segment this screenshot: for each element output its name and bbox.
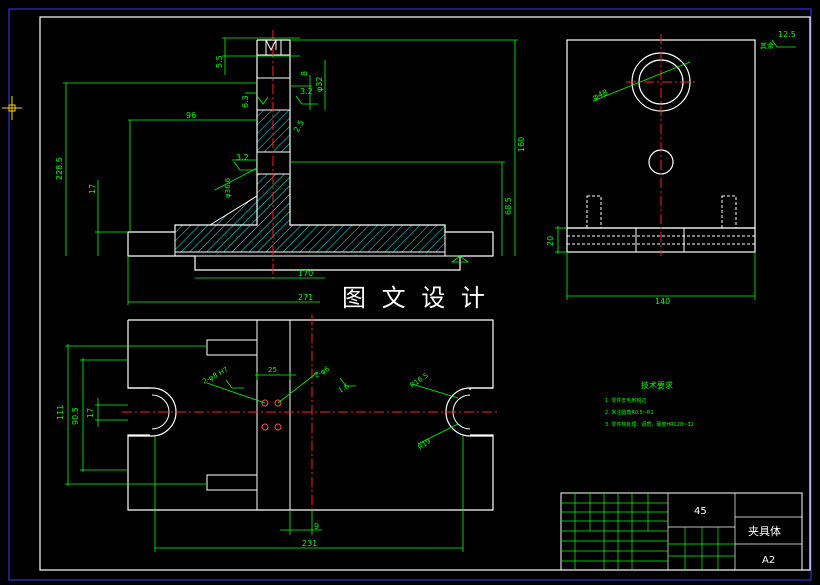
front-dim-170: 170 (298, 269, 313, 278)
watermark-title: 图 文 设 计 (338, 278, 493, 313)
side-dim-140: 140 (655, 297, 670, 306)
roughness-note: 其余 (760, 41, 774, 50)
front-dim-3-2-mid: 3.2 (236, 153, 249, 162)
drawing-frame (39, 16, 811, 571)
top-dim-1-6: 1.6 (337, 382, 351, 395)
front-dim-8: 8 (300, 71, 309, 76)
top-dim-r16-5: R16.5 (409, 371, 430, 389)
title-block (560, 492, 803, 571)
tech-req-line-1: 1. 零件去毛刺锐边 (605, 397, 646, 404)
outer-frame (8, 8, 812, 581)
front-dim-228-5: 228.5 (55, 157, 64, 180)
tech-req-title: 技术要求 (641, 380, 673, 390)
title-sheet-size: A2 (762, 555, 775, 566)
front-dim-17: 17 (88, 184, 97, 194)
front-dim-phi32: φ32 (315, 77, 324, 92)
top-dim-r19: R19 (417, 437, 433, 451)
front-section-hatch (175, 110, 445, 252)
front-dim-2-5: 2.5 (292, 118, 306, 134)
top-dim-2-phi8: 2-φ8 H7 (201, 366, 229, 386)
top-dim-231: 231 (302, 539, 317, 548)
front-dim-271: 271 (298, 293, 313, 302)
front-dim-5-5: 5.5 (215, 55, 224, 68)
tech-req-line-3: 3. 零件热处理：调质，硬度HRC28~32 (605, 421, 694, 428)
side-dim-20: 20 (546, 236, 555, 246)
roughness-value: 12.5 (778, 30, 796, 39)
top-dim-9: 9 (314, 522, 319, 531)
top-dim-111: 111 (56, 405, 65, 420)
top-dim-25: 25 (268, 366, 277, 374)
top-view: 111 90.5 17 2-φ8 H7 25 2-φ6 1.6 R16.5 R1… (56, 315, 500, 552)
top-dim-90-5: 90.5 (71, 407, 80, 425)
front-dim-3-2-top: 3.2 (300, 87, 313, 96)
front-dim-6-3: 6.3 (241, 95, 250, 108)
front-dim-68-5: 68.5 (504, 197, 513, 215)
front-dim-160: 160 (517, 137, 526, 152)
tech-requirements: 技术要求 1. 零件去毛刺锐边 2. 未注圆角R0.5~R1 3. 零件热处理：… (605, 380, 694, 428)
tech-req-line-2: 2. 未注圆角R0.5~R1 (605, 409, 654, 416)
front-dim-phi36-6: φ36.6 (224, 177, 232, 198)
top-dim-17: 17 (86, 408, 95, 418)
front-view: 5.5 8 φ32 3.2 6.3 96 2.5 3.2 φ36.6 228.5… (55, 30, 526, 305)
title-material: 45 (694, 506, 707, 517)
cursor-crosshair (2, 96, 22, 120)
side-dim-phi48: φ48 (591, 88, 609, 102)
title-part-name: 夹具体 (748, 524, 781, 538)
front-dim-96: 96 (186, 111, 196, 120)
top-dim-2-phi6: 2-φ6 (313, 365, 331, 380)
side-view: φ48 20 140 12.5 其余 (546, 30, 796, 306)
